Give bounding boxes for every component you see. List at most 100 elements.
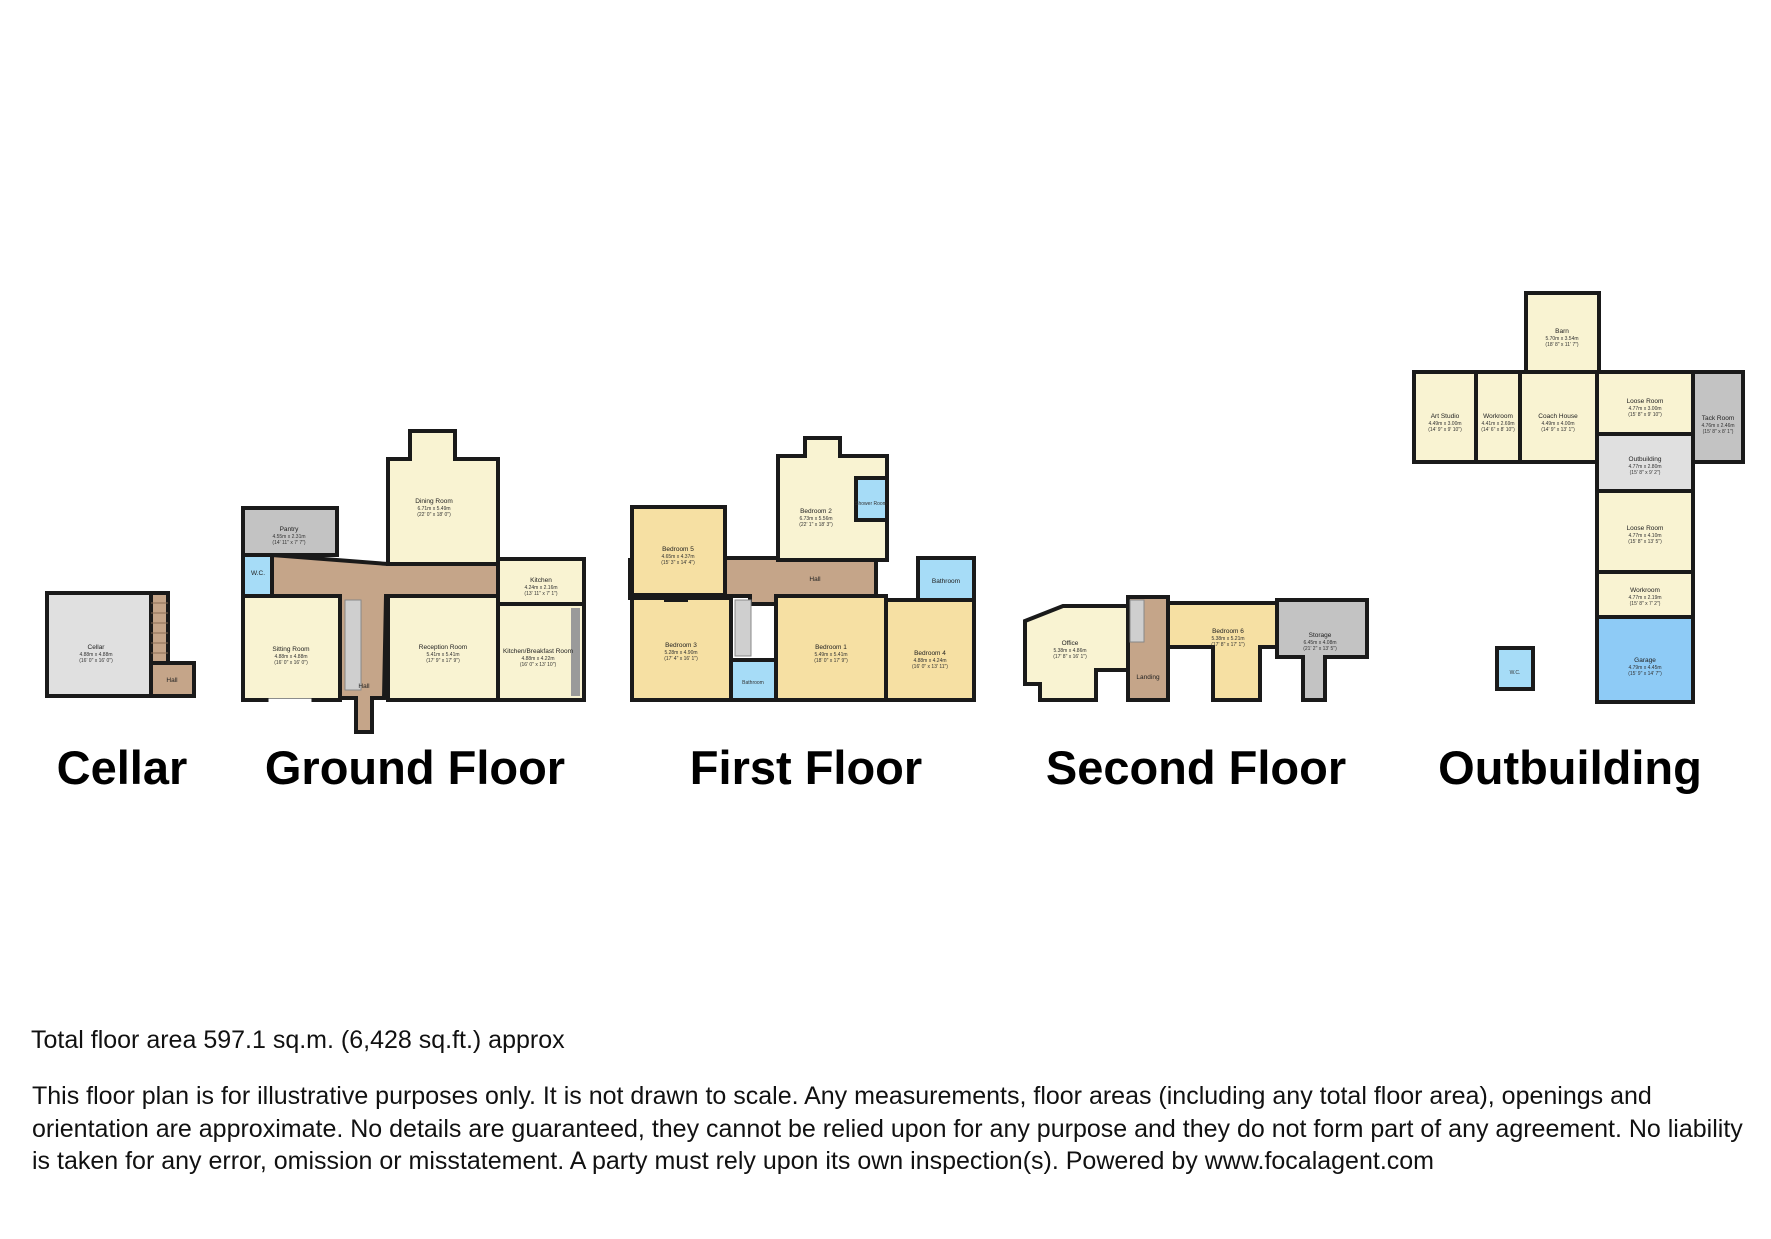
room-name-sitting: Sitting Room — [272, 646, 309, 653]
room-imperial-cellar: (16' 0" x 16' 0") — [79, 658, 113, 664]
room-metric-loose-room-2: 4.77m x 4.10m — [1628, 533, 1661, 539]
room-metric-office: 5.38m x 4.86m — [1053, 648, 1086, 654]
room-name-garage: Garage — [1634, 657, 1656, 664]
cellar-plan: Cellar 4.88m x 4.88m (16' 0" x 16' 0") H… — [45, 591, 196, 794]
room-coach-house — [1518, 370, 1599, 464]
room-name-dining: Dining Room — [415, 498, 453, 505]
room-name-kitchen-breakfast: Kitchen/Breakfast Room — [503, 648, 573, 655]
room-imperial-office: (17' 8" x 16' 1") — [1053, 654, 1087, 660]
room-name-art-studio: Art Studio — [1431, 413, 1460, 420]
room-loose-room-1 — [1595, 370, 1695, 436]
room-storage — [1275, 598, 1369, 702]
floor-label-first: First Floor — [690, 741, 922, 794]
floor-label-cellar: Cellar — [57, 741, 188, 794]
room-imperial-garage: (15' 9" x 14' 7") — [1628, 671, 1662, 677]
room-name-kitchen: Kitchen — [530, 577, 552, 584]
room-bedroom-3 — [630, 596, 733, 702]
room-bedroom-2 — [776, 436, 889, 562]
room-metric-coach-house: 4.49m x 4.00m — [1541, 421, 1574, 427]
room-imperial-kitchen-breakfast: (16' 0" x 13' 10") — [520, 662, 557, 668]
second-floor-plan: Office 5.38m x 4.86m (17' 8" x 16' 1") L… — [1023, 595, 1369, 794]
room-name-reception: Reception Room — [419, 644, 467, 651]
cellar-stair-treads — [151, 602, 168, 654]
floor-label-ground: Ground Floor — [265, 741, 565, 794]
room-name-bedroom-1: Bedroom 1 — [815, 644, 847, 651]
room-imperial-bedroom-4: (16' 0" x 13' 11") — [912, 664, 948, 670]
room-sitting — [241, 594, 342, 702]
room-imperial-reception: (17' 9" x 17' 9") — [426, 658, 460, 664]
room-metric-garage: 4.79m x 4.45m — [1628, 665, 1661, 671]
room-name-bedroom-3: Bedroom 3 — [665, 642, 697, 649]
room-imperial-kitchen: (13' 11" x 7' 1") — [524, 591, 557, 597]
room-imperial-coach-house: (14' 9" x 13' 1") — [1541, 427, 1575, 433]
landing-stairs — [1129, 599, 1145, 643]
room-pantry — [241, 506, 339, 557]
room-name-shower: Shower Room — [855, 501, 887, 507]
room-name-outbuilding-wc: W.C. — [1510, 670, 1521, 676]
room-metric-bedroom-3: 5.28m x 4.90m — [664, 650, 697, 656]
room-loose-room-2 — [1595, 489, 1695, 574]
room-name-bedroom-5: Bedroom 5 — [662, 546, 694, 553]
room-outbuilding-wc — [1495, 646, 1535, 691]
room-kitchen-breakfast — [496, 602, 586, 702]
room-imperial-workroom-1: (14' 6" x 8' 10") — [1481, 427, 1515, 433]
room-imperial-loose-room-1: (15' 8" x 9' 10") — [1628, 412, 1662, 418]
room-workroom-1 — [1474, 370, 1522, 464]
room-metric-pantry: 4.55m x 2.31m — [272, 534, 305, 540]
room-metric-sitting: 4.88m x 4.88m — [274, 654, 307, 660]
room-cellar-hall — [149, 661, 196, 698]
room-imperial-art-studio: (14' 9" x 9' 10") — [1428, 427, 1462, 433]
room-imperial-sitting: (16' 0" x 16' 0") — [274, 660, 308, 666]
room-metric-art-studio: 4.49m x 3.00m — [1428, 421, 1461, 427]
room-garage — [1595, 615, 1695, 704]
room-name-coach-house: Coach House — [1538, 413, 1578, 420]
room-metric-bedroom-2: 6.73m x 5.56m — [799, 516, 832, 522]
room-tack-room — [1691, 370, 1745, 464]
room-name-workroom-1: Workroom — [1483, 413, 1513, 420]
room-dining — [386, 429, 500, 566]
room-name-workroom-2: Workroom — [1630, 587, 1660, 594]
room-name-tack-room: Tack Room — [1702, 415, 1735, 422]
room-imperial-dining: (22' 0" x 18' 0") — [417, 512, 451, 518]
room-imperial-workroom-2: (15' 8" x 7' 2") — [1630, 601, 1661, 607]
room-imperial-outbuilding: (15' 8" x 9' 2") — [1630, 470, 1661, 476]
room-name-ground-wc: W.C. — [251, 570, 265, 577]
room-metric-storage: 6.45m x 4.08m — [1303, 640, 1336, 646]
cellar-stairs — [149, 591, 170, 665]
room-imperial-bedroom-3: (17' 4" x 16' 1") — [664, 656, 698, 662]
room-ground-wc — [241, 553, 274, 598]
outbuilding-plan: Barn 5.70m x 3.54m (18' 8" x 11' 7") Art… — [1412, 291, 1745, 794]
room-metric-kitchen: 4.24m x 2.16m — [524, 585, 557, 591]
room-imperial-tack-room: (15' 8" x 8' 1") — [1703, 429, 1734, 435]
room-bedroom-4 — [884, 598, 976, 702]
room-first-bathroom — [916, 556, 976, 602]
room-metric-kitchen-breakfast: 4.88m x 4.22m — [521, 656, 554, 662]
room-name-pantry: Pantry — [280, 526, 300, 533]
room-barn — [1524, 291, 1601, 374]
room-metric-bedroom-6: 5.38m x 5.21m — [1211, 636, 1244, 642]
first-stairs — [734, 599, 752, 657]
room-name-loose-room-2: Loose Room — [1627, 525, 1664, 532]
ground-floor-plan: Pantry 4.55m x 2.31m (14' 11" x 7' 7") W… — [241, 429, 586, 794]
room-bedroom-6 — [1166, 601, 1279, 702]
ground-bay-window — [268, 698, 312, 706]
room-bedroom-1 — [774, 594, 888, 702]
room-metric-tack-room: 4.76m x 2.46m — [1701, 423, 1734, 429]
room-imperial-bedroom-6: (17' 8" x 17' 1") — [1211, 642, 1245, 648]
room-imperial-bedroom-1: (18' 0" x 17' 9") — [814, 658, 848, 664]
room-bedroom-5 — [630, 505, 727, 597]
room-name-storage: Storage — [1309, 632, 1332, 639]
room-name-cellar-hall: Hall — [166, 677, 178, 684]
room-metric-cellar: 4.88m x 4.88m — [79, 652, 112, 658]
room-shower — [854, 476, 889, 522]
room-metric-bedroom-4: 4.88m x 4.24m — [913, 658, 946, 664]
room-name-barn: Barn — [1555, 328, 1569, 335]
room-name-outbuilding: Outbuilding — [1629, 456, 1662, 463]
room-metric-bedroom-1: 5.49m x 5.41m — [814, 652, 847, 658]
room-metric-bedroom-5: 4.65m x 4.37m — [661, 554, 694, 560]
room-name-bedroom-4: Bedroom 4 — [914, 650, 946, 657]
room-name-first-bathroom-small: Bathroom — [742, 680, 764, 686]
room-imperial-barn: (18' 8" x 11' 7") — [1545, 342, 1578, 348]
room-name-loose-room-1: Loose Room — [1627, 398, 1664, 405]
